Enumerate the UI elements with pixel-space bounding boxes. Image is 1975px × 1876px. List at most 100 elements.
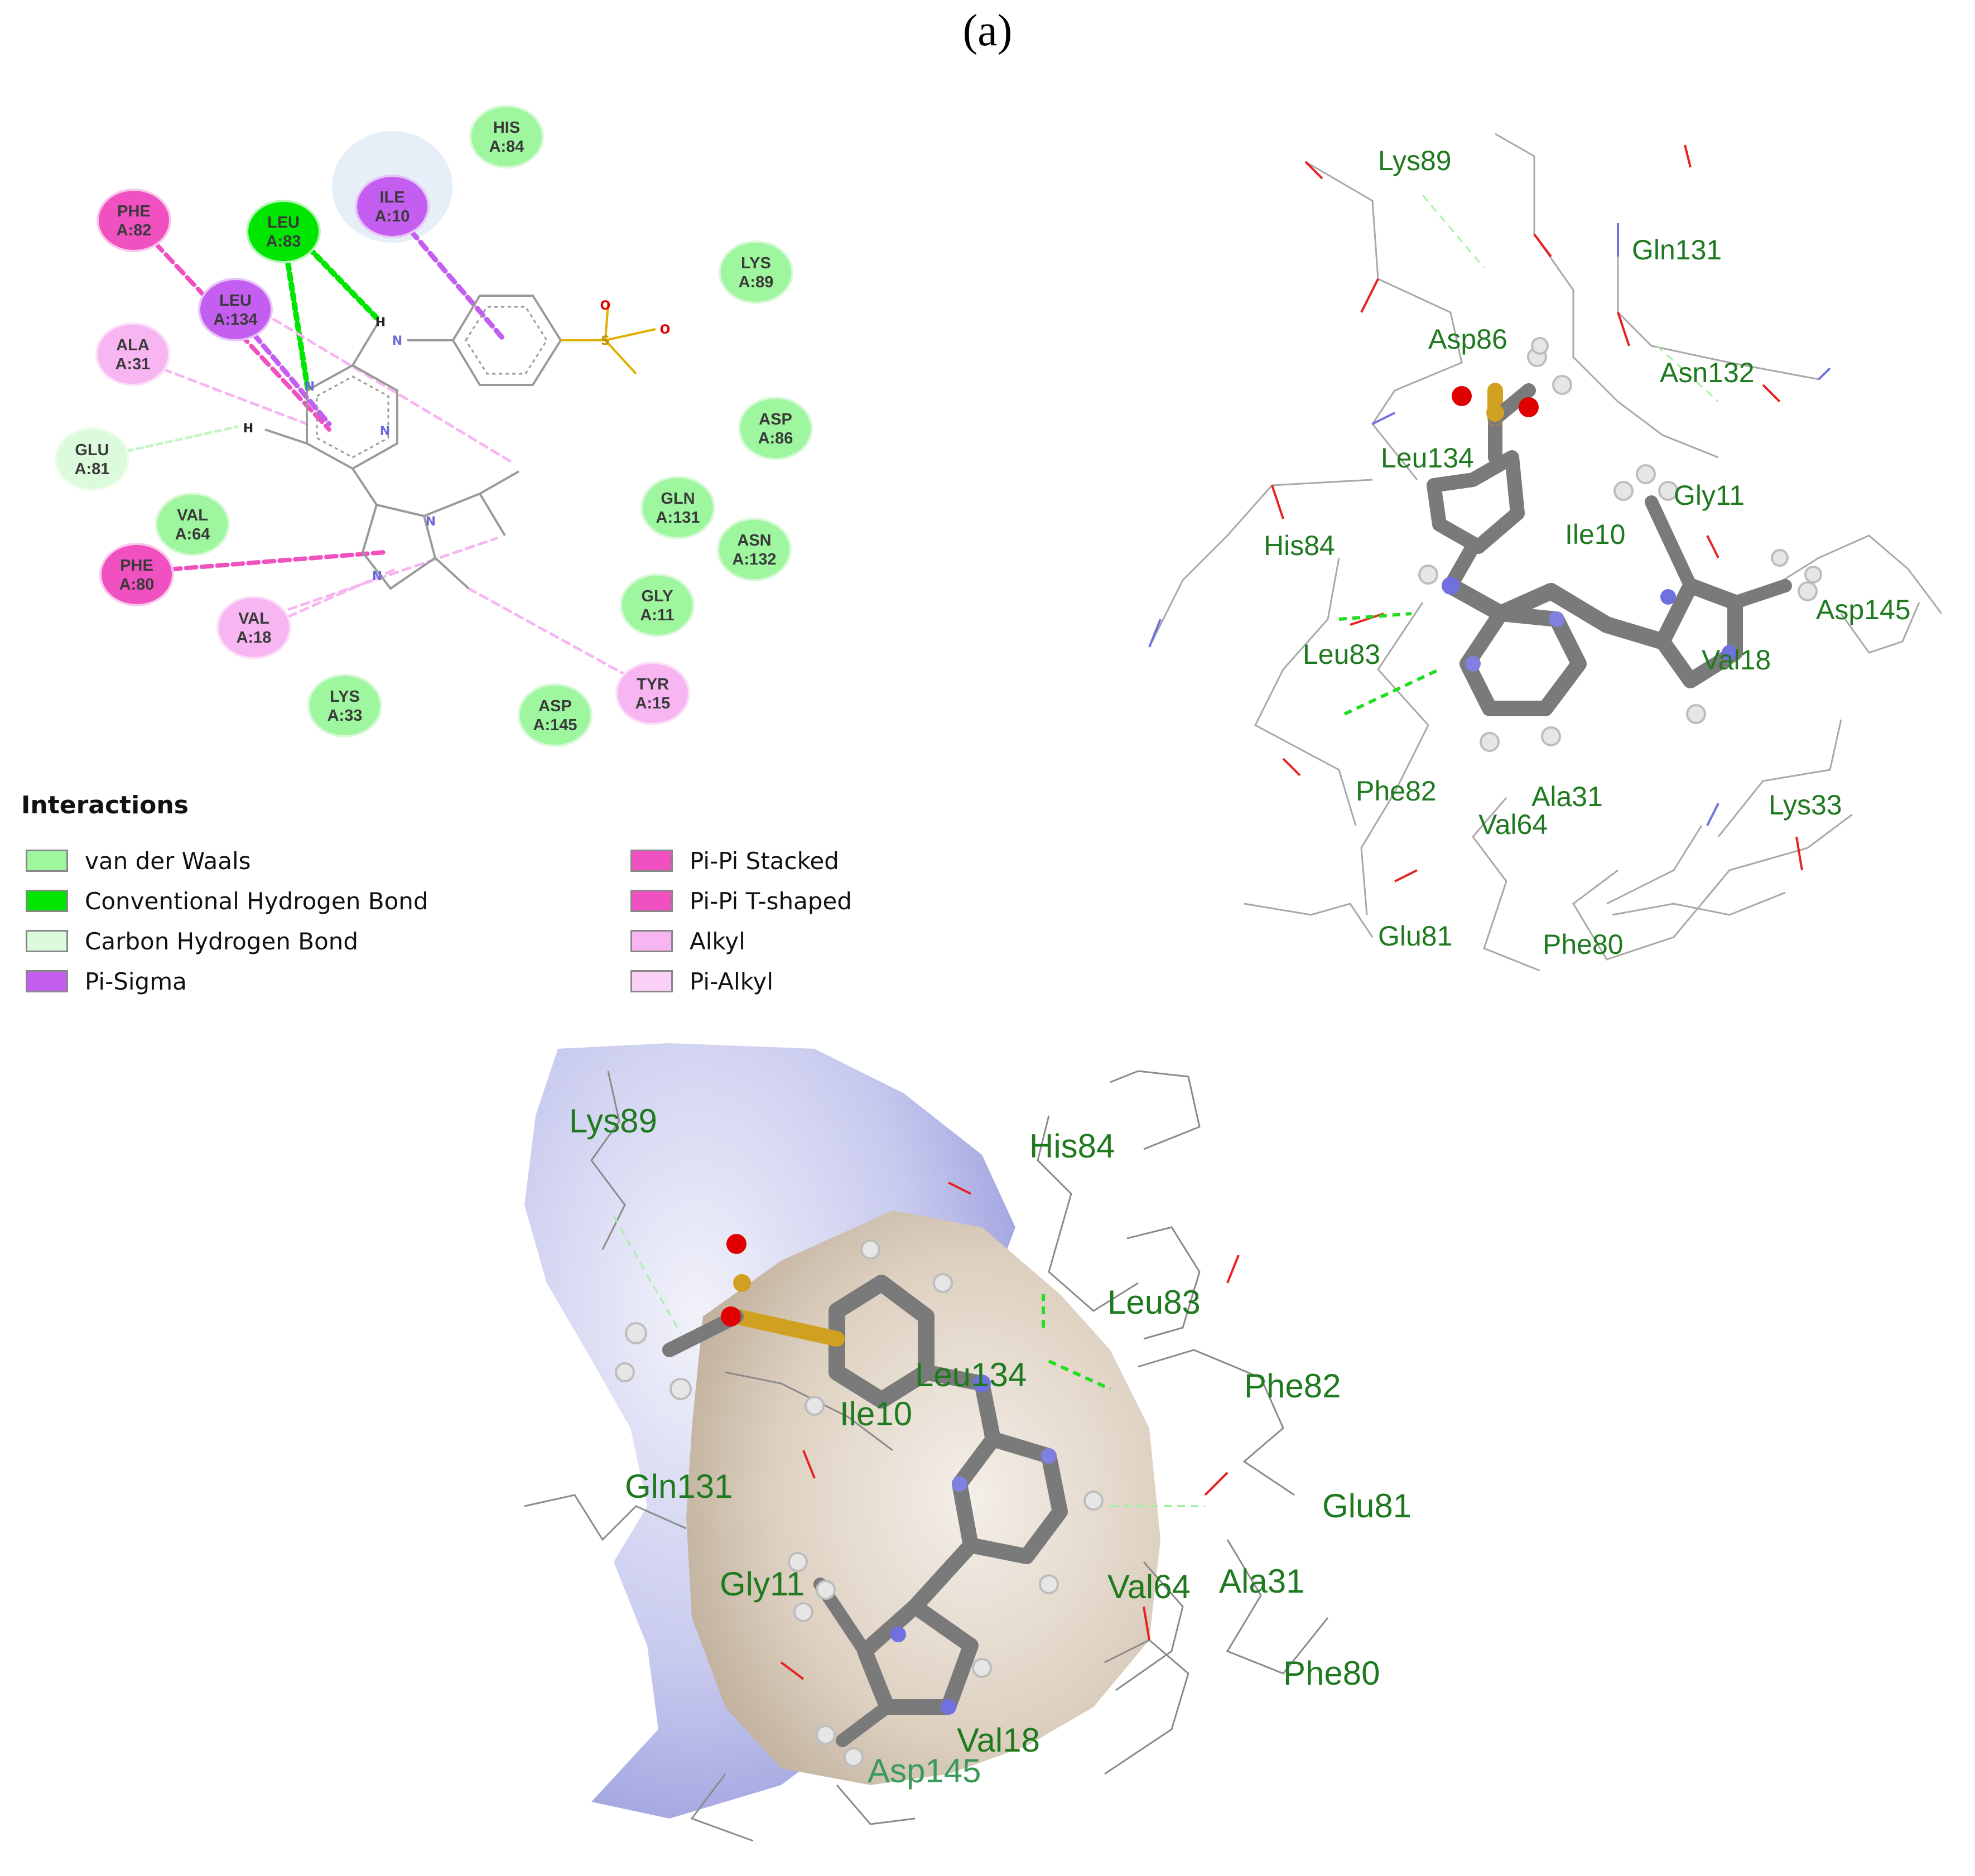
atom-h2: H: [243, 422, 253, 436]
svg-text:ASN: ASN: [737, 532, 771, 549]
panel-3d-top: Lys89 Gln131 Asp86 Asn132 Leu134 Gly11 H…: [1148, 133, 1943, 972]
residue-gln131: GLN A:131: [640, 476, 715, 539]
legend-swatch: [26, 970, 68, 992]
atom-o2: O: [660, 323, 671, 337]
svg-text:PHE: PHE: [117, 202, 151, 220]
alkyl-line-leu134: [261, 311, 515, 465]
oxygens-bottom: [780, 1181, 1240, 1680]
label-top-val64: Val64: [1478, 809, 1548, 840]
label-top-asp86: Asp86: [1428, 324, 1507, 355]
svg-text:VAL: VAL: [238, 610, 269, 628]
legend-item-pipi-tshaped: Pi-Pi T-shaped: [630, 887, 852, 915]
legend-item-pi-alkyl: Pi-Alkyl: [630, 967, 773, 995]
label-top-gln131: Gln131: [1632, 234, 1722, 266]
label-top-his84: His84: [1264, 530, 1335, 561]
ligand-hydrogens-top: [1418, 337, 1822, 752]
svg-text:VAL: VAL: [177, 507, 208, 524]
benzene-ring: [451, 295, 562, 386]
svg-text:A:131: A:131: [656, 509, 700, 527]
svg-text:LEU: LEU: [219, 292, 252, 310]
svg-text:LYS: LYS: [330, 688, 360, 706]
label-bottom-lys89: Lys89: [569, 1102, 657, 1140]
label-bottom-phe82: Phe82: [1244, 1367, 1341, 1405]
ligand-atoms: H H N N N N N O O S: [243, 299, 671, 583]
hbonds-bottom: [613, 1216, 1205, 1507]
legend-item-chbond: Carbon Hydrogen Bond: [26, 927, 358, 955]
label-top-val18: Val18: [1702, 644, 1771, 676]
interaction-lines: [96, 206, 638, 682]
residue-asp86: ASP A:86: [738, 397, 813, 460]
legend-item-pipi-stacked: Pi-Pi Stacked: [630, 847, 839, 875]
surface-tan: [686, 1211, 1160, 1785]
alkyl-line-ala31-a: [137, 358, 309, 426]
oxygens-top: [1271, 144, 1803, 882]
atom-n2: N: [380, 425, 390, 438]
protein-wireframe-bottom: [524, 1070, 1329, 1842]
svg-text:A:31: A:31: [115, 355, 151, 373]
label-top-gly11: Gly11: [1674, 480, 1745, 511]
label-top-lys89: Lys89: [1378, 145, 1452, 176]
svg-text:ASP: ASP: [538, 697, 572, 715]
residue-nodes: HIS A:84 PHE A:82 LEU A:83 ILE A:10 LYS …: [55, 105, 813, 747]
label-top-leu83: Leu83: [1303, 639, 1380, 670]
imidazole-ring: [361, 503, 437, 590]
residue-val64: VAL A:64: [155, 493, 230, 556]
svg-text:PHE: PHE: [120, 557, 153, 575]
svg-text:A:15: A:15: [635, 695, 671, 712]
label-top-lys33: Lys33: [1769, 789, 1842, 821]
legend-item-alkyl: Alkyl: [630, 927, 745, 955]
ligand-atoms-top: [1442, 386, 1737, 672]
residue-lys33: LYS A:33: [307, 674, 382, 737]
residue-his84: HIS A:84: [469, 105, 544, 168]
alkyl-line-val18-b: [274, 567, 398, 624]
ligand-atoms-bottom: [721, 1234, 1057, 1715]
svg-text:HIS: HIS: [493, 119, 520, 137]
svg-text:A:10: A:10: [375, 208, 410, 225]
residue-ile10: ILE A:10: [355, 175, 430, 238]
svg-text:A:134: A:134: [214, 311, 258, 329]
svg-text:GLY: GLY: [642, 587, 673, 605]
svg-text:A:80: A:80: [119, 576, 155, 594]
residue-lys89: LYS A:89: [719, 240, 793, 304]
label-top-leu134: Leu134: [1381, 442, 1474, 474]
residue-val18: VAL A:18: [216, 596, 291, 659]
residue-ala31: ALA A:31: [95, 322, 170, 386]
label-bottom-his84: His84: [1029, 1127, 1115, 1165]
svg-text:A:84: A:84: [489, 138, 524, 156]
residue-gly11: GLY A:11: [620, 573, 695, 637]
hbonds-top: [1338, 195, 1719, 716]
ligand-skeleton: [264, 295, 656, 590]
residue-asp145: ASP A:145: [518, 683, 592, 747]
label-top-phe82: Phe82: [1356, 775, 1437, 807]
legend-swatch: [26, 930, 68, 952]
ligand-hydrogens-bottom: [615, 1240, 1104, 1767]
atom-n4: N: [372, 570, 382, 583]
label-bottom-val64: Val64: [1107, 1568, 1191, 1605]
atom-n-link: N: [392, 334, 402, 348]
label-top-asp145: Asp145: [1816, 594, 1911, 625]
label-bottom-asp145: Asp145: [868, 1752, 981, 1790]
panel-3d-surface: Lys89 His84 Leu83 Phe82 Leu134 Ile10 Gln…: [524, 1043, 1412, 1842]
svg-text:GLN: GLN: [661, 490, 695, 508]
atom-n1: N: [305, 380, 315, 394]
svg-text:A:132: A:132: [733, 551, 777, 568]
legend-swatch: [630, 850, 673, 872]
svg-text:ASP: ASP: [759, 411, 792, 428]
svg-text:LEU: LEU: [267, 214, 300, 232]
svg-text:A:83: A:83: [266, 233, 301, 250]
svg-text:A:64: A:64: [175, 525, 210, 543]
residue-phe82: PHE A:82: [97, 189, 171, 252]
label-bottom-glu81: Glu81: [1322, 1487, 1412, 1525]
label-bottom-ala31: Ala31: [1219, 1562, 1304, 1600]
labels-3d-bottom: Lys89 His84 Leu83 Phe82 Leu134 Ile10 Gln…: [569, 1102, 1412, 1790]
atom-h1: H: [375, 316, 386, 330]
label-top-ala31: Ala31: [1531, 781, 1603, 812]
protein-wireframe-top: [1148, 133, 1943, 972]
legend-title: Interactions: [21, 791, 189, 819]
label-bottom-gln131: Gln131: [625, 1468, 733, 1505]
residue-asn132: ASN A:132: [717, 518, 792, 581]
nitrogens-top: [1148, 223, 1831, 826]
legend-swatch: [630, 930, 673, 952]
atom-s1: S: [601, 334, 610, 348]
